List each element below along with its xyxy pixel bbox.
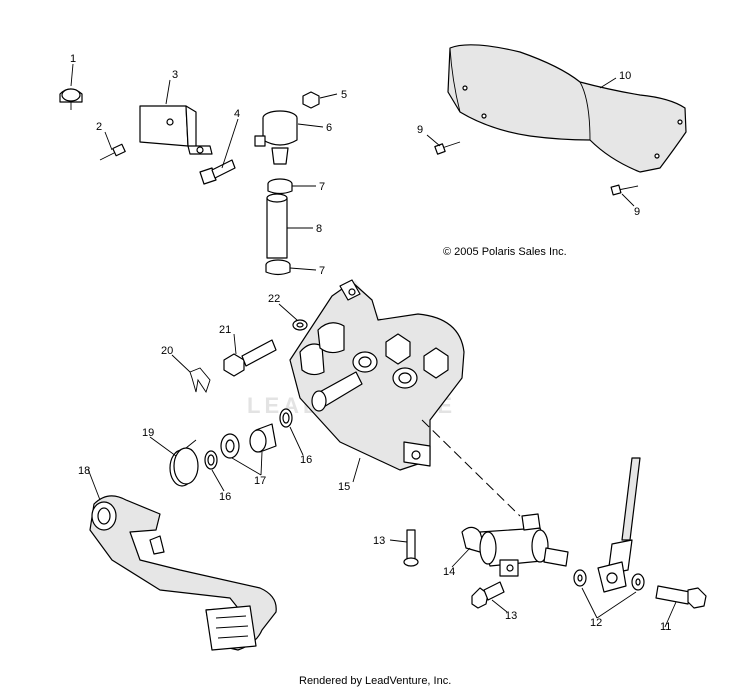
- callout-13-left: 13: [373, 535, 385, 547]
- callout-22: 22: [268, 293, 280, 305]
- part-19-return-spring: [169, 439, 199, 487]
- callout-1: 1: [70, 53, 76, 65]
- callout-5: 5: [341, 89, 347, 101]
- part-20-spring-clip: [189, 367, 211, 394]
- callout-15: 15: [338, 481, 350, 493]
- part-15-mounting-plate: [289, 279, 465, 471]
- callout-17: 17: [254, 475, 266, 487]
- callout-18: 18: [78, 465, 90, 477]
- part-7-clamp-top: [267, 178, 293, 195]
- callout-16-right: 16: [300, 454, 312, 466]
- part-4-bolt: [199, 159, 236, 185]
- part-11-bolt: [655, 585, 707, 609]
- part-3-bracket: [139, 105, 213, 155]
- part-22-washer: [292, 319, 308, 331]
- part-13-bolt-vertical: [403, 529, 419, 567]
- part-5-nut: [302, 91, 320, 109]
- callout-6: 6: [326, 122, 332, 134]
- callout-4: 4: [234, 108, 240, 120]
- copyright-notice: © 2005 Polaris Sales Inc.: [443, 246, 567, 258]
- callout-7-top: 7: [319, 181, 325, 193]
- callout-11: 11: [660, 621, 671, 633]
- callout-12: 12: [590, 617, 602, 629]
- part-17-bushing-b: [249, 423, 277, 453]
- callout-10: 10: [619, 70, 631, 82]
- part-8-hose: [266, 193, 288, 259]
- part-7-clamp-bottom: [265, 259, 291, 276]
- leader-lines: [70, 63, 677, 628]
- callout-13-bottom: 13: [505, 610, 517, 622]
- part-13-bolt-angled: [471, 581, 505, 609]
- callout-3: 3: [172, 69, 178, 81]
- callout-20: 20: [161, 345, 173, 357]
- part-2-pin: [99, 143, 126, 161]
- callout-19: 19: [142, 427, 154, 439]
- part-18-brake-pedal: [89, 495, 277, 651]
- part-12-pushrod-clevis: [573, 457, 645, 593]
- part-17-bushing-a: [220, 433, 240, 459]
- part-16-washer-right: [279, 408, 293, 428]
- pivot-shaft: [311, 371, 363, 412]
- callout-9-right: 9: [634, 206, 640, 218]
- part-21-bolt: [223, 339, 277, 377]
- callout-labels: 1 2 3 4 5 6 7 7 8 9 9 10 11 12 13 13 14 …: [70, 53, 671, 633]
- part-16-washer-left: [204, 450, 218, 470]
- alignment-dashed-line: [421, 419, 521, 517]
- part-10-cover: [447, 44, 687, 173]
- part-6-reservoir: [254, 110, 298, 165]
- callout-8: 8: [316, 223, 322, 235]
- callout-16-left: 16: [219, 491, 231, 503]
- part-1-clip: [59, 88, 83, 110]
- part-14-master-cylinder: [461, 513, 569, 577]
- part-9-screw-right: [610, 184, 639, 196]
- part-9-screw-left: [434, 141, 461, 155]
- callout-14: 14: [443, 566, 455, 578]
- callout-21: 21: [219, 324, 231, 336]
- footer-credit: Rendered by LeadVenture, Inc.: [299, 675, 451, 687]
- callout-7-bottom: 7: [319, 265, 325, 277]
- callout-9-left: 9: [417, 124, 423, 136]
- callout-2: 2: [96, 121, 102, 133]
